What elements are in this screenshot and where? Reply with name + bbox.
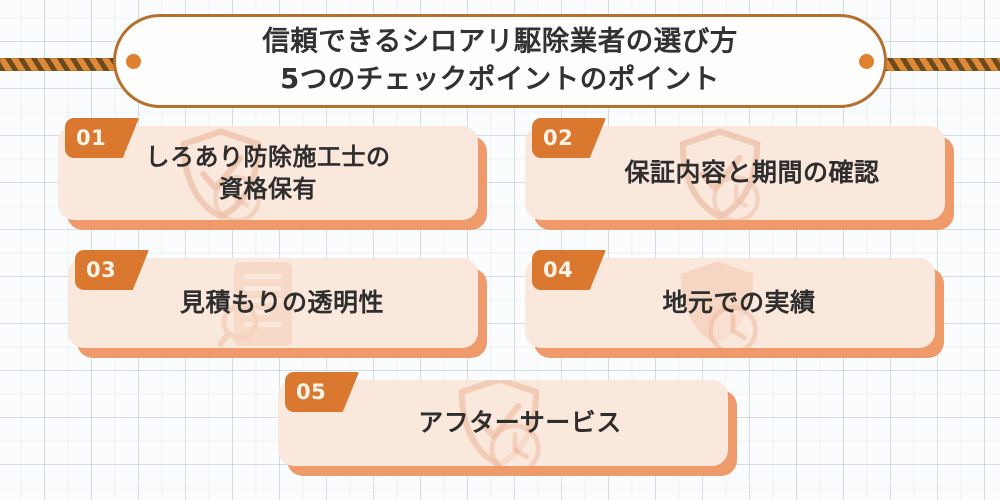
card-number-badge: 02	[532, 118, 606, 158]
checkpoint-card-03[interactable]: 見積もりの透明性 03	[68, 250, 487, 358]
card-number-badge: 01	[65, 118, 139, 158]
card-number-badge: 05	[285, 372, 359, 412]
banner-dot-right-icon	[859, 53, 874, 69]
card-label: アフターサービス	[418, 408, 622, 438]
title-banner: 信頼できるシロアリ駆除業者の選び方 5つのチェックポイントのポイント	[113, 14, 887, 108]
checkpoint-card-02[interactable]: 保証内容と期間の確認 02	[525, 118, 954, 230]
card-number-text: 02	[543, 125, 574, 150]
checkpoint-card-04[interactable]: 地元での実績 04	[525, 250, 944, 358]
card-label: 地元での実績	[662, 288, 816, 318]
card-label: 見積もりの透明性	[179, 288, 384, 318]
card-number-text: 03	[86, 257, 117, 282]
card-number-badge: 04	[532, 250, 606, 290]
page-title-line-1: 信頼できるシロアリ駆除業者の選び方	[262, 25, 738, 58]
banner-dot-left-icon	[126, 53, 141, 69]
card-number-text: 05	[296, 379, 327, 404]
checkpoint-card-05[interactable]: アフターサービス 05	[278, 372, 737, 476]
checkpoint-card-01[interactable]: しろあり防除施工士の 資格保有 01	[58, 118, 487, 230]
card-number-text: 01	[76, 125, 107, 150]
page-title-line-2: 5つのチェックポイントのポイント	[280, 63, 720, 95]
card-label: しろあり防除施工士の 資格保有	[145, 142, 391, 203]
card-number-text: 04	[543, 257, 574, 282]
card-label: 保証内容と期間の確認	[624, 158, 880, 188]
